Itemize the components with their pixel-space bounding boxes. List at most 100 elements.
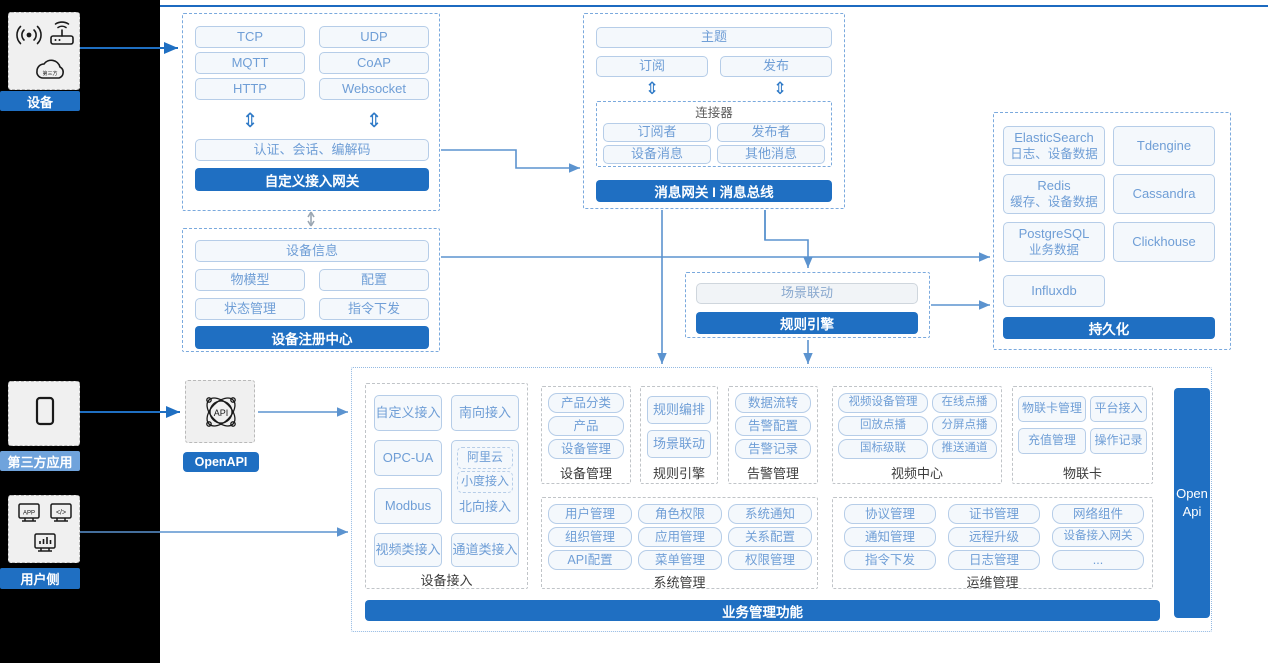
- om-item-8[interactable]: ...: [1052, 550, 1144, 570]
- store-postgresql[interactable]: PostgreSQL: [1003, 222, 1105, 262]
- api-atom-icon: API: [206, 397, 236, 427]
- third-party-actor-label: 第三方应用: [0, 451, 80, 471]
- store-elasticsearch-text: ElasticSearch: [1014, 130, 1094, 145]
- vc-item-1[interactable]: 在线点播: [932, 393, 997, 413]
- ic-item-1[interactable]: 平台接入: [1090, 396, 1147, 422]
- protocol-coap[interactable]: CoAP: [319, 52, 429, 74]
- store-influxdb[interactable]: Influxdb: [1003, 275, 1105, 307]
- access-southbound[interactable]: 南向接入: [451, 395, 519, 431]
- store-tdengine[interactable]: Tdengine: [1113, 126, 1215, 166]
- am-item-0[interactable]: 数据流转: [735, 393, 811, 413]
- group-device-mgmt: [541, 386, 631, 484]
- sm-item-6[interactable]: API配置: [548, 550, 632, 570]
- rule-engine-banner: 规则引擎: [696, 312, 918, 334]
- gateway-middle-chip[interactable]: 认证、会话、编解码: [195, 139, 429, 161]
- access-northbound-label: 北向接入: [458, 498, 511, 514]
- sm-item-7[interactable]: 菜单管理: [638, 550, 722, 570]
- vc-item-4[interactable]: 国标级联: [838, 439, 928, 459]
- sm-item-0[interactable]: 用户管理: [548, 504, 632, 524]
- user-side-actor-label: 用户侧: [0, 568, 80, 589]
- sm-item-3[interactable]: 组织管理: [548, 527, 632, 547]
- device-access-caption: 设备接入: [420, 572, 473, 588]
- om-item-5[interactable]: 设备接入网关: [1052, 527, 1144, 547]
- group-alarm-mgmt: [728, 386, 818, 484]
- om-item-1[interactable]: 证书管理: [948, 504, 1040, 524]
- connector-publisher[interactable]: 发布者: [717, 123, 825, 142]
- device-info-chip[interactable]: 设备信息: [195, 240, 429, 262]
- device-access-group: [365, 383, 528, 589]
- registry-command-dispatch[interactable]: 指令下发: [319, 298, 429, 320]
- om-item-3[interactable]: 通知管理: [844, 527, 936, 547]
- access-custom[interactable]: 自定义接入: [374, 395, 442, 431]
- access-modbus[interactable]: Modbus: [374, 488, 442, 524]
- sm-item-1[interactable]: 角色权限: [638, 504, 722, 524]
- dm-item-2[interactable]: 设备管理: [548, 439, 624, 459]
- store-postgresql-text: PostgreSQL: [1018, 226, 1090, 241]
- group-iot-card-caption: 物联卡: [1062, 465, 1102, 481]
- connector-subscriber[interactable]: 订阅者: [603, 123, 711, 142]
- vc-item-2[interactable]: 回放点播: [838, 416, 928, 436]
- protocol-udp[interactable]: UDP: [319, 26, 429, 48]
- rule-engine-frame: [685, 272, 930, 338]
- vc-item-3[interactable]: 分屏点播: [932, 416, 997, 436]
- top-accent-rule: [160, 5, 1268, 7]
- store-clickhouse[interactable]: Clickhouse: [1113, 222, 1215, 262]
- store-redis[interactable]: Redis: [1003, 174, 1105, 214]
- registry-state-mgmt[interactable]: 状态管理: [195, 298, 305, 320]
- registry-config[interactable]: 配置: [319, 269, 429, 291]
- third-party-actor-box: [8, 381, 80, 446]
- access-video-class[interactable]: 视频类接入: [374, 533, 442, 567]
- protocol-http[interactable]: HTTP: [195, 78, 305, 100]
- protocol-mqtt[interactable]: MQTT: [195, 52, 305, 74]
- om-item-0[interactable]: 协议管理: [844, 504, 936, 524]
- dm-item-0[interactable]: 产品分类: [548, 393, 624, 413]
- om-item-6[interactable]: 指令下发: [844, 550, 936, 570]
- vc-item-0[interactable]: 视频设备管理: [838, 393, 928, 413]
- access-xiaodu[interactable]: 小度接入: [457, 471, 513, 493]
- scene-linkage-chip[interactable]: 场景联动: [696, 283, 918, 304]
- ic-item-3[interactable]: 操作记录: [1090, 428, 1147, 454]
- store-elasticsearch[interactable]: ElasticSearch: [1003, 126, 1105, 166]
- store-redis-desc: 缓存、设备数据: [1010, 195, 1098, 210]
- sm-item-4[interactable]: 应用管理: [638, 527, 722, 547]
- publish-chip[interactable]: 发布: [720, 56, 832, 77]
- group-iot-card: [1012, 386, 1153, 484]
- ic-item-0[interactable]: 物联卡管理: [1018, 396, 1086, 422]
- om-item-2[interactable]: 网络组件: [1052, 504, 1144, 524]
- sm-item-2[interactable]: 系统通知: [728, 504, 812, 524]
- am-item-2[interactable]: 告警记录: [735, 439, 811, 459]
- group-video-center: [832, 386, 1002, 484]
- svg-text:第三方: 第三方: [42, 70, 57, 77]
- sm-item-8[interactable]: 权限管理: [728, 550, 812, 570]
- om-item-7[interactable]: 日志管理: [948, 550, 1040, 570]
- connector-other-message[interactable]: 其他消息: [717, 145, 825, 164]
- store-redis-text: Redis: [1037, 178, 1071, 193]
- group-video-center-caption: 视频中心: [890, 465, 943, 481]
- sm-item-5[interactable]: 关系配置: [728, 527, 812, 547]
- connector-device-message[interactable]: 设备消息: [603, 145, 711, 164]
- re-item-1[interactable]: 场景联动: [647, 430, 711, 458]
- vc-item-5[interactable]: 推送通道: [932, 439, 997, 459]
- open-api-vertical-bar[interactable]: Open Api: [1174, 388, 1210, 618]
- protocol-websocket[interactable]: Websocket: [319, 78, 429, 100]
- ic-item-2[interactable]: 充值管理: [1018, 428, 1086, 454]
- store-cassandra[interactable]: Cassandra: [1113, 174, 1215, 214]
- om-item-4[interactable]: 远程升级: [948, 527, 1040, 547]
- device-registry-banner: 设备注册中心: [195, 326, 429, 349]
- dm-item-1[interactable]: 产品: [548, 416, 624, 436]
- access-opcua[interactable]: OPC-UA: [374, 440, 442, 476]
- am-item-1[interactable]: 告警配置: [735, 416, 811, 436]
- protocol-tcp[interactable]: TCP: [195, 26, 305, 48]
- topic-chip[interactable]: 主题: [596, 27, 832, 48]
- registry-thing-model[interactable]: 物模型: [195, 269, 305, 291]
- group-system-mgmt: [541, 497, 818, 589]
- subscribe-chip[interactable]: 订阅: [596, 56, 708, 77]
- re-item-0[interactable]: 规则编排: [647, 396, 711, 424]
- openapi-label[interactable]: OpenAPI: [183, 452, 259, 472]
- access-channel-class[interactable]: 通道类接入: [451, 533, 519, 567]
- group-rule-engine-caption: 规则引擎: [652, 465, 705, 481]
- access-aliyun[interactable]: 阿里云: [457, 447, 513, 469]
- device-actor-icons: 第三方: [16, 21, 74, 79]
- connector-title: 连接器: [695, 106, 733, 120]
